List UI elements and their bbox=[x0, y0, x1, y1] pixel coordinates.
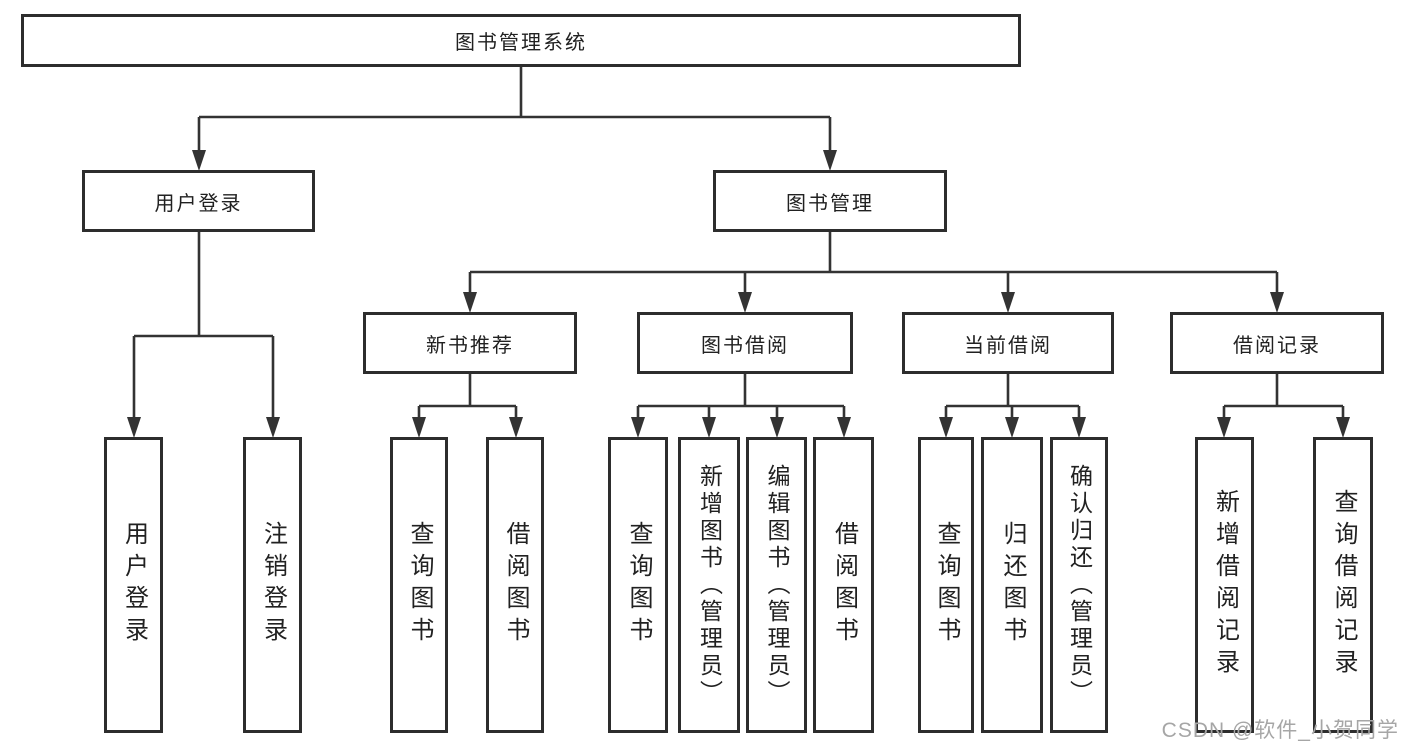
node-label: 用户登录 bbox=[120, 521, 148, 649]
node-label: 新增借阅记录 bbox=[1211, 489, 1239, 681]
node-borrowing-records: 借阅记录 bbox=[1170, 312, 1384, 374]
node-label: 用户登录 bbox=[154, 192, 243, 215]
node-label: 确认归还（管理员） bbox=[1066, 463, 1093, 707]
node-current-borrowing: 当前借阅 bbox=[902, 312, 1114, 374]
node-label: 查询借阅记录 bbox=[1330, 489, 1357, 681]
leaf-borrow-books-recommend: 借阅图书 bbox=[486, 437, 544, 733]
leaf-user-login: 用户登录 bbox=[104, 437, 163, 733]
node-book-management: 图书管理 bbox=[713, 170, 947, 232]
csdn-watermark: CSDN @软件_小贺同学 bbox=[1161, 719, 1399, 742]
leaf-return-books: 归还图书 bbox=[981, 437, 1043, 733]
node-label: 新增图书（管理员） bbox=[696, 463, 723, 707]
node-label: 查询图书 bbox=[933, 521, 960, 649]
leaf-query-books-recommend: 查询图书 bbox=[390, 437, 448, 733]
node-label: 图书管理 bbox=[786, 192, 874, 215]
leaf-query-books-current: 查询图书 bbox=[918, 437, 974, 733]
leaf-add-borrow-record: 新增借阅记录 bbox=[1195, 437, 1254, 733]
node-label: 图书借阅 bbox=[701, 334, 789, 357]
node-label: 新书推荐 bbox=[426, 334, 514, 357]
node-label: 借阅图书 bbox=[502, 521, 529, 649]
leaf-edit-books-admin: 编辑图书（管理员） bbox=[746, 437, 807, 733]
node-label: 注销登录 bbox=[259, 521, 287, 649]
node-label: 当前借阅 bbox=[964, 334, 1052, 357]
leaf-query-books-borrow: 查询图书 bbox=[608, 437, 668, 733]
leaf-logout: 注销登录 bbox=[243, 437, 302, 733]
node-label: 查询图书 bbox=[625, 521, 652, 649]
node-user-login: 用户登录 bbox=[82, 170, 315, 232]
node-label: 查询图书 bbox=[406, 521, 433, 649]
leaf-add-books-admin: 新增图书（管理员） bbox=[678, 437, 740, 733]
node-root-library-system: 图书管理系统 bbox=[21, 14, 1021, 67]
leaf-confirm-return-admin: 确认归还（管理员） bbox=[1050, 437, 1108, 733]
arrowheads bbox=[127, 150, 1350, 438]
node-label: 图书管理系统 bbox=[455, 32, 587, 54]
node-label: 借阅记录 bbox=[1233, 334, 1321, 357]
leaf-query-borrow-record: 查询借阅记录 bbox=[1313, 437, 1373, 733]
node-label: 归还图书 bbox=[999, 521, 1026, 649]
node-new-book-recommend: 新书推荐 bbox=[363, 312, 577, 374]
node-label: 编辑图书（管理员） bbox=[764, 463, 790, 707]
node-label: 借阅图书 bbox=[830, 521, 858, 649]
node-book-borrowing: 图书借阅 bbox=[637, 312, 853, 374]
leaf-borrow-books: 借阅图书 bbox=[813, 437, 874, 733]
